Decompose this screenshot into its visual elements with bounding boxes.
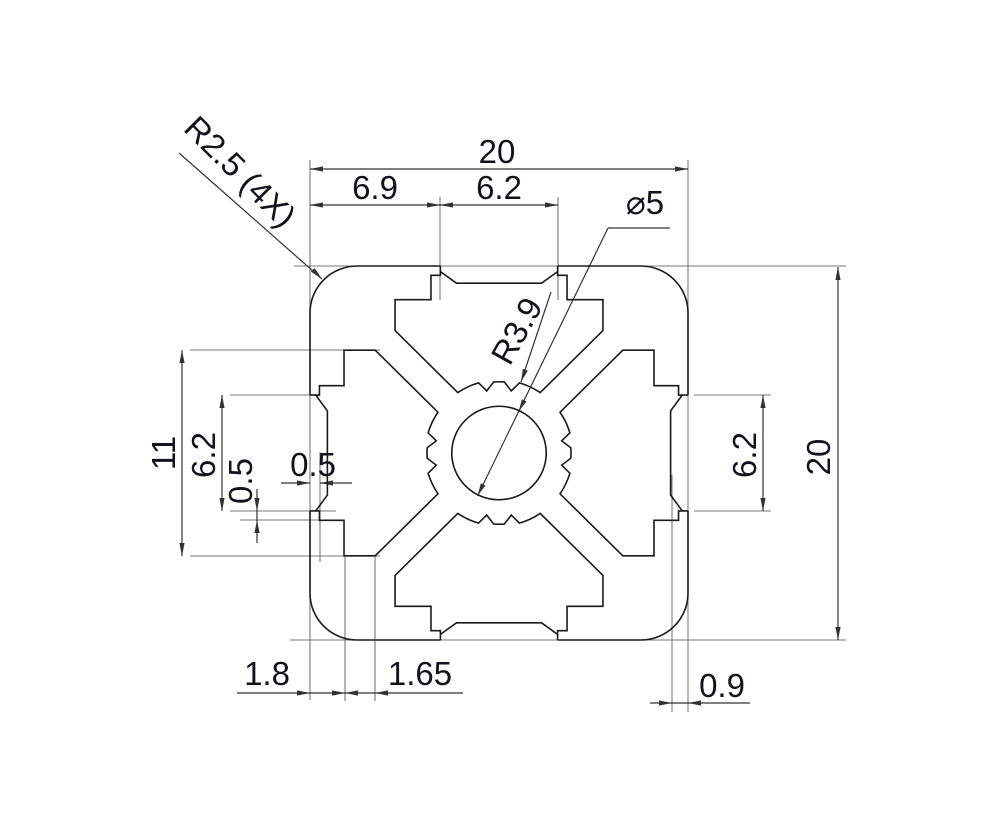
dim-bevel-depth: 0.9 <box>699 667 745 704</box>
dim-top-slot-opening: 6.2 <box>476 169 522 206</box>
dim-corner-radius: R2.5 (4X) <box>177 109 303 235</box>
dim-top-offset: 6.9 <box>352 169 398 206</box>
dimension-arrows <box>179 166 841 706</box>
dim-lip-step: 0.5 <box>222 458 259 504</box>
dim-cavity-width: 11 <box>145 436 182 470</box>
profile-outline <box>310 266 688 640</box>
dim-lip-land: 0.5 <box>290 446 336 483</box>
dim-left-slot-opening: 6.2 <box>185 432 222 478</box>
dim-cavity-side-wall: 1.65 <box>388 655 452 692</box>
dim-overall-width: 20 <box>479 133 516 170</box>
dimension-lines <box>178 152 839 704</box>
dim-core-radius: R3.9 <box>483 291 549 370</box>
dim-wall-thickness: 1.8 <box>244 655 290 692</box>
dim-overall-height: 20 <box>800 439 837 476</box>
dim-right-slot-opening: 6.2 <box>726 432 763 478</box>
t-slot-cavity <box>395 266 603 393</box>
dim-center-hole-diameter: ⌀5 <box>626 184 664 221</box>
center-hole <box>452 406 547 500</box>
